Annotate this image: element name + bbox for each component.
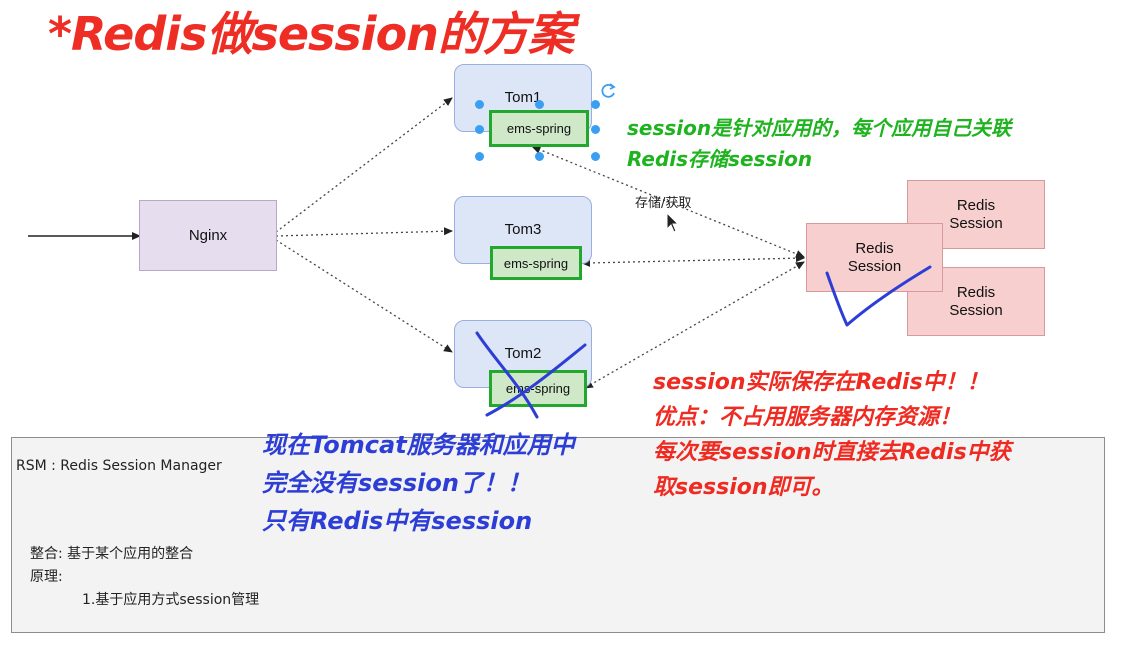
- rsm-panel: RSM : Redis Session Manager 整合: 基于某个应用的整…: [11, 437, 1105, 633]
- cursor-icon: [666, 212, 680, 233]
- panel-line-2: 原理:: [30, 569, 63, 585]
- panel-line-1: 整合: 基于某个应用的整合: [30, 546, 194, 562]
- tom2-label: Tom2: [504, 345, 542, 362]
- selection-handle[interactable]: [591, 152, 600, 161]
- panel-heading: RSM : Redis Session Manager: [16, 458, 222, 474]
- nginx-label: Nginx: [188, 227, 228, 244]
- selection-handle[interactable]: [475, 125, 484, 134]
- red-note: session实际保存在Redis中！！ 优点：不占用服务器内存资源！ 每次要s…: [653, 370, 1011, 500]
- store-fetch-label: 存储/获取: [635, 196, 692, 211]
- checkmark-annotation: [825, 265, 932, 327]
- cross-annotation: [475, 331, 587, 419]
- tom1-label: Tom1: [504, 89, 542, 106]
- ems-spring-tom2[interactable]: ems-spring: [489, 370, 587, 407]
- panel-line-3: 1.基于应用方式session管理: [82, 592, 260, 608]
- selection-handle[interactable]: [535, 152, 544, 161]
- page-title: *Redis做session的方案: [48, 7, 574, 61]
- ems2-redis-arrow: [583, 261, 805, 389]
- selection-handle[interactable]: [591, 125, 600, 134]
- tom3-label: Tom3: [504, 221, 542, 238]
- blue-note: 现在Tomcat服务器和应用中 完全没有session了！！ 只有Redis中有…: [262, 431, 575, 535]
- selection-handle[interactable]: [475, 152, 484, 161]
- nginx-to-tom3-arrow: [275, 227, 453, 237]
- selection-handle[interactable]: [535, 100, 544, 109]
- selection-handle[interactable]: [591, 100, 600, 109]
- ems-spring-tom1[interactable]: ems-spring: [489, 110, 589, 147]
- ems3-redis-arrow: [581, 254, 805, 267]
- nginx-node: Nginx: [139, 200, 277, 271]
- ems-spring-tom3[interactable]: ems-spring: [490, 246, 582, 280]
- nginx-to-tom1-arrow: [275, 97, 453, 233]
- tom3-node[interactable]: Tom3: [454, 196, 592, 264]
- refresh-icon[interactable]: [600, 82, 618, 100]
- green-note: session是针对应用的，每个应用自己关联 Redis存储session: [627, 116, 1012, 171]
- selection-handle[interactable]: [475, 100, 484, 109]
- nginx-to-tom2-arrow: [275, 239, 453, 353]
